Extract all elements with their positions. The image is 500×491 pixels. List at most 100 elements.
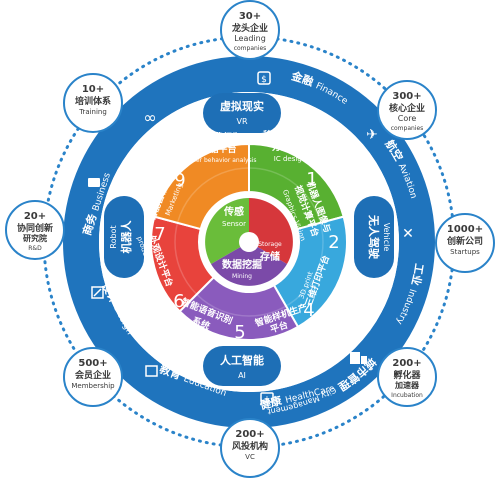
outer-ring — [63, 56, 435, 428]
book-icon — [145, 365, 158, 377]
ring-icons: ∞ $ ✈ ✕ + — [88, 71, 414, 403]
building-icon — [350, 352, 367, 364]
orbit-node-circle — [377, 347, 437, 407]
orbit-node-count: 300+ — [392, 91, 421, 102]
segment-1-zh2: 方案平台 — [272, 141, 308, 153]
orbit-node-sub1: 加速器 — [394, 380, 420, 390]
tab-vr-en: VR — [236, 117, 247, 126]
orbit-node-count: 200+ — [235, 429, 264, 440]
center-mining-slice — [211, 242, 287, 286]
orbit-node-title: 龙头企业 — [231, 22, 268, 34]
blue-tabs: 虚拟现实 VR 无人驾驶 Vehicle 人工智能 AI 机器人 Robot — [104, 93, 394, 386]
orbit-node-circle — [63, 73, 123, 133]
orbit-node-count: 10+ — [82, 84, 104, 95]
orbit-node-circle — [220, 418, 280, 478]
svg-text:∞: ∞ — [143, 108, 156, 127]
orbit-node-sub1: Membership — [71, 382, 115, 390]
orbit-node-count: 500+ — [78, 358, 107, 369]
tab-ai-en: AI — [238, 371, 246, 380]
orbit-node-title: 核心企业 — [389, 102, 425, 114]
segment-9-zh: 用户消费行为 — [186, 131, 241, 143]
tab-ai: 人工智能 AI — [203, 346, 281, 386]
orbit-node-count: 200+ — [392, 358, 421, 369]
segment-9-zh2: 大数据平台 — [191, 143, 236, 155]
pencil-icon — [91, 286, 104, 299]
segment-1-num: 1 — [306, 169, 317, 190]
orbit-node-sub2: companies — [391, 125, 424, 132]
orbit-node-sub1: VC — [245, 453, 255, 461]
segment-5-num: 5 — [234, 322, 245, 343]
finance-icon: $ — [257, 71, 271, 85]
tab-vehicle: 无人驾驶 Vehicle — [354, 196, 394, 278]
orbit-node-sub1: 研究院 — [23, 233, 47, 243]
orbit-node-count: 20+ — [24, 211, 46, 222]
wrench-icon: ✕ — [402, 226, 414, 242]
center-triad: 传感 Sensor Storage 存储 数据挖掘 Mining — [203, 196, 295, 288]
tab-robot: 机器人 Robot — [104, 196, 144, 278]
segment-7-num: 7 — [154, 224, 165, 245]
tab-ai-zh: 人工智能 — [220, 353, 264, 367]
segment-ring — [150, 142, 348, 341]
center-mining-zh: 数据挖掘 — [222, 258, 262, 271]
svg-text:✕: ✕ — [402, 226, 414, 242]
segment-1-zh: 移动计算解决 — [263, 129, 318, 141]
orbit-node-count: 1000+ — [447, 224, 483, 235]
orbit-node-circle — [220, 0, 280, 60]
orbit-node-circle — [63, 347, 123, 407]
segment-band-line — [174, 167, 324, 317]
orbit-node-title: 风投机构 — [232, 440, 268, 452]
orbit-node-count: 30+ — [239, 11, 261, 22]
segment-9-en: Consumer behavior analysis — [171, 157, 256, 164]
orbit-node-title: 孵化器 — [393, 369, 421, 381]
orbit-node-circle — [377, 80, 437, 140]
tab-robot-zh: 机器人 — [119, 220, 133, 254]
center-mining-en: Mining — [232, 273, 252, 280]
tab-vr: 虚拟现实 VR — [203, 93, 281, 133]
orbit-node-circle — [5, 200, 65, 260]
infinity-icon: ∞ — [143, 108, 156, 127]
orbit-node-title: 培训体系 — [75, 95, 111, 107]
tab-vehicle-zh: 无人驾驶 — [367, 214, 381, 260]
plane-icon: ✈ — [366, 127, 378, 143]
segment-4-num: 4 — [303, 300, 314, 321]
svg-text:+: + — [264, 394, 271, 403]
orbit-node-title: 协同创新 — [17, 222, 53, 234]
orbit-node-sub2: Incubation — [391, 392, 423, 399]
segment-1-en: IC design — [274, 155, 306, 163]
segment-2-num: 2 — [328, 232, 339, 253]
orbit-node-sub2: companies — [234, 45, 267, 52]
tab-robot-en: Robot — [109, 225, 118, 248]
orbit-node-sub1: Core — [398, 114, 417, 123]
center-sensor-slice — [205, 198, 249, 264]
orbit-node-sub1: Training — [78, 108, 107, 116]
tab-vehicle-en: Vehicle — [382, 223, 391, 252]
center-sensor-zh: 传感 — [223, 205, 244, 218]
orbit-node-circle — [435, 213, 495, 273]
orbit-node-sub1: Leading — [234, 34, 266, 43]
center-sensor-en: Sensor — [222, 220, 246, 228]
orbit-node-title: 创新公司 — [446, 235, 483, 247]
segment-9-num: 9 — [174, 170, 185, 191]
segment-6-num: 6 — [173, 291, 184, 312]
center-storage-en: Storage — [258, 241, 282, 248]
orbit-node-title: 会员企业 — [75, 369, 111, 381]
orbit-node-sub1: Startups — [450, 248, 480, 256]
svg-text:$: $ — [261, 75, 267, 85]
health-icon: + — [260, 392, 274, 403]
center-storage-zh: 存储 — [260, 250, 280, 263]
briefcase-icon — [88, 178, 100, 187]
segment-1-label: 移动计算解决 方案平台 IC design 1 — [263, 129, 318, 190]
tab-vr-zh: 虚拟现实 — [220, 99, 264, 113]
orbit-node-sub2: R&D — [28, 245, 42, 252]
